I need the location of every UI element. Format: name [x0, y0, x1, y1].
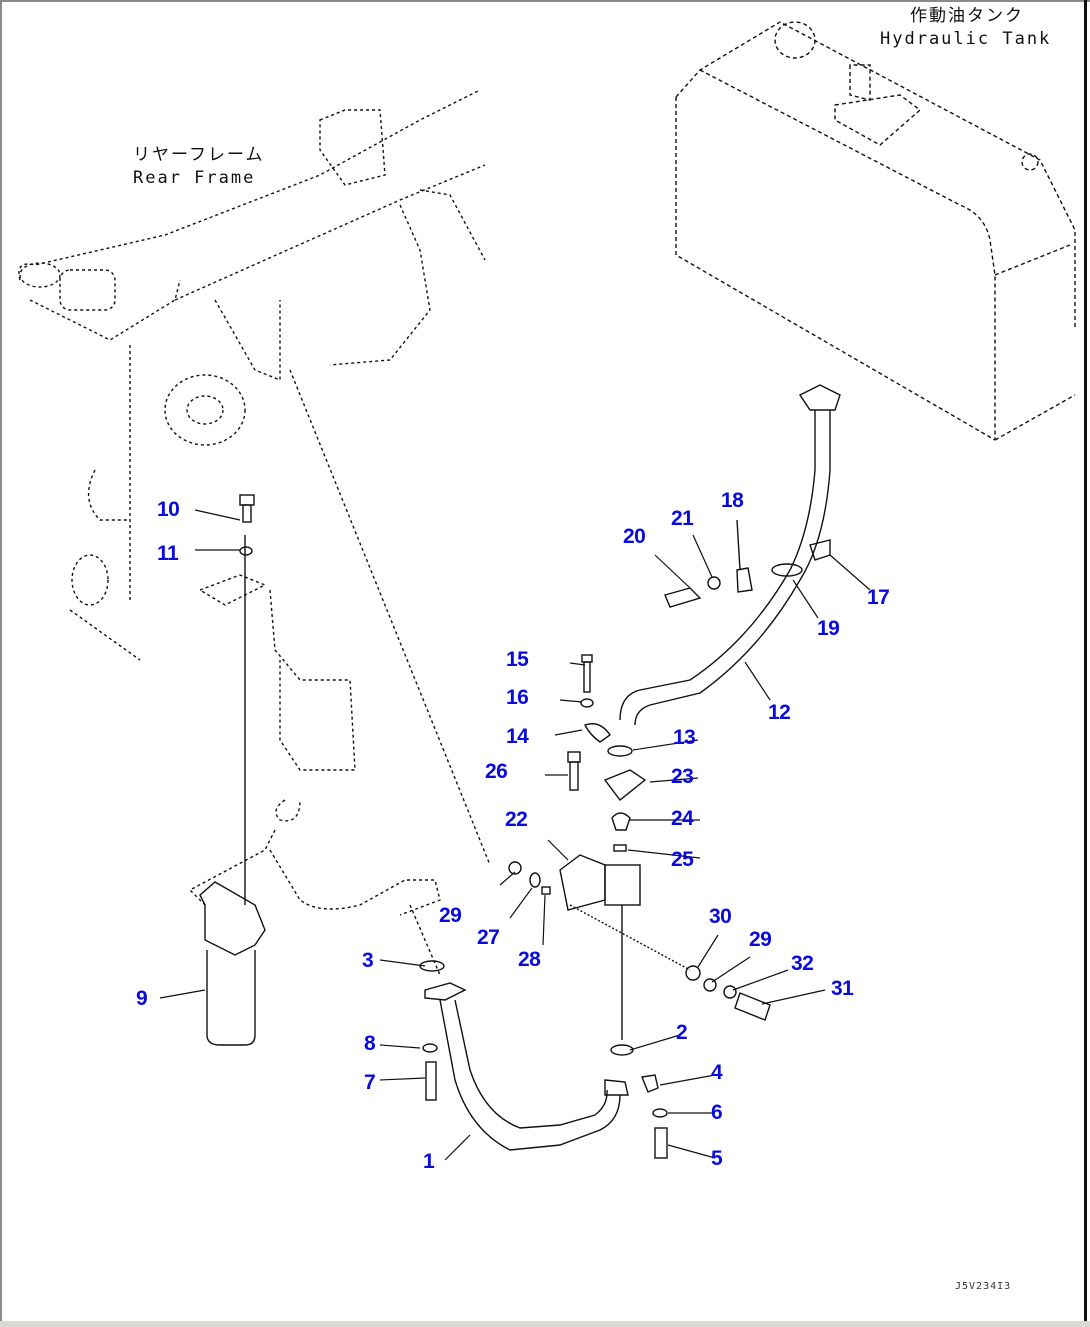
callout-25[interactable]: 25	[671, 848, 694, 871]
callout-14[interactable]: 14	[506, 725, 529, 748]
callout-3[interactable]: 3	[362, 949, 374, 972]
callout-28[interactable]: 28	[518, 948, 541, 971]
frame-border-left	[0, 0, 2, 1321]
callout-10[interactable]: 10	[157, 498, 180, 521]
drawing-id: J5V234I3	[955, 1281, 1012, 1292]
callout-4[interactable]: 4	[711, 1061, 723, 1084]
callout-22[interactable]: 22	[505, 808, 528, 831]
callout-15[interactable]: 15	[506, 648, 529, 671]
rear-frame-caption-jp: リヤーフレーム	[133, 145, 265, 165]
callout-20[interactable]: 20	[623, 525, 646, 548]
callout-21[interactable]: 21	[671, 507, 694, 530]
callout-30[interactable]: 30	[709, 905, 732, 928]
bolt-10	[239, 494, 255, 556]
filter-bracket	[188, 369, 491, 976]
clamp-parts	[664, 519, 753, 608]
callout-23[interactable]: 23	[671, 765, 694, 788]
callout-11[interactable]: 11	[157, 542, 179, 565]
callout-12[interactable]: 12	[768, 701, 791, 724]
callout-31[interactable]: 31	[831, 977, 854, 1000]
frame-border-bottom	[0, 1321, 1090, 1327]
fitting-parts	[508, 654, 771, 1056]
callout-17[interactable]: 17	[867, 586, 890, 609]
hose-12	[619, 384, 841, 726]
callout-9[interactable]: 9	[136, 987, 148, 1010]
frame-border-right	[1084, 0, 1087, 1321]
hydraulic-tank-caption-en: Hydraulic Tank	[880, 29, 1052, 49]
callout-27[interactable]: 27	[477, 926, 500, 949]
frame-border-top	[0, 0, 1090, 2]
callout-13[interactable]: 13	[673, 726, 696, 749]
callout-7[interactable]: 7	[364, 1071, 376, 1094]
callout-5[interactable]: 5	[711, 1147, 723, 1170]
hydraulic-tank-caption-jp: 作動油タンク	[910, 6, 1024, 26]
hose-1	[419, 960, 668, 1159]
callout-16[interactable]: 16	[506, 686, 529, 709]
callout-18[interactable]: 18	[721, 489, 744, 512]
callout-32[interactable]: 32	[791, 952, 814, 975]
callout-29-right[interactable]: 29	[749, 928, 772, 951]
rear-frame-caption-en: Rear Frame	[133, 168, 256, 188]
callout-26[interactable]: 26	[485, 760, 508, 783]
leader-lines	[159, 509, 871, 1161]
rear-frame	[18, 89, 486, 661]
callout-2[interactable]: 2	[676, 1021, 688, 1044]
hydraulic-tank	[675, 21, 1076, 441]
callout-24[interactable]: 24	[671, 807, 694, 830]
callout-1[interactable]: 1	[423, 1150, 435, 1173]
callout-8[interactable]: 8	[364, 1032, 376, 1055]
callout-19[interactable]: 19	[817, 617, 840, 640]
callout-6[interactable]: 6	[711, 1101, 723, 1124]
callout-29-left[interactable]: 29	[439, 904, 462, 927]
filter-assembly	[199, 535, 266, 1046]
